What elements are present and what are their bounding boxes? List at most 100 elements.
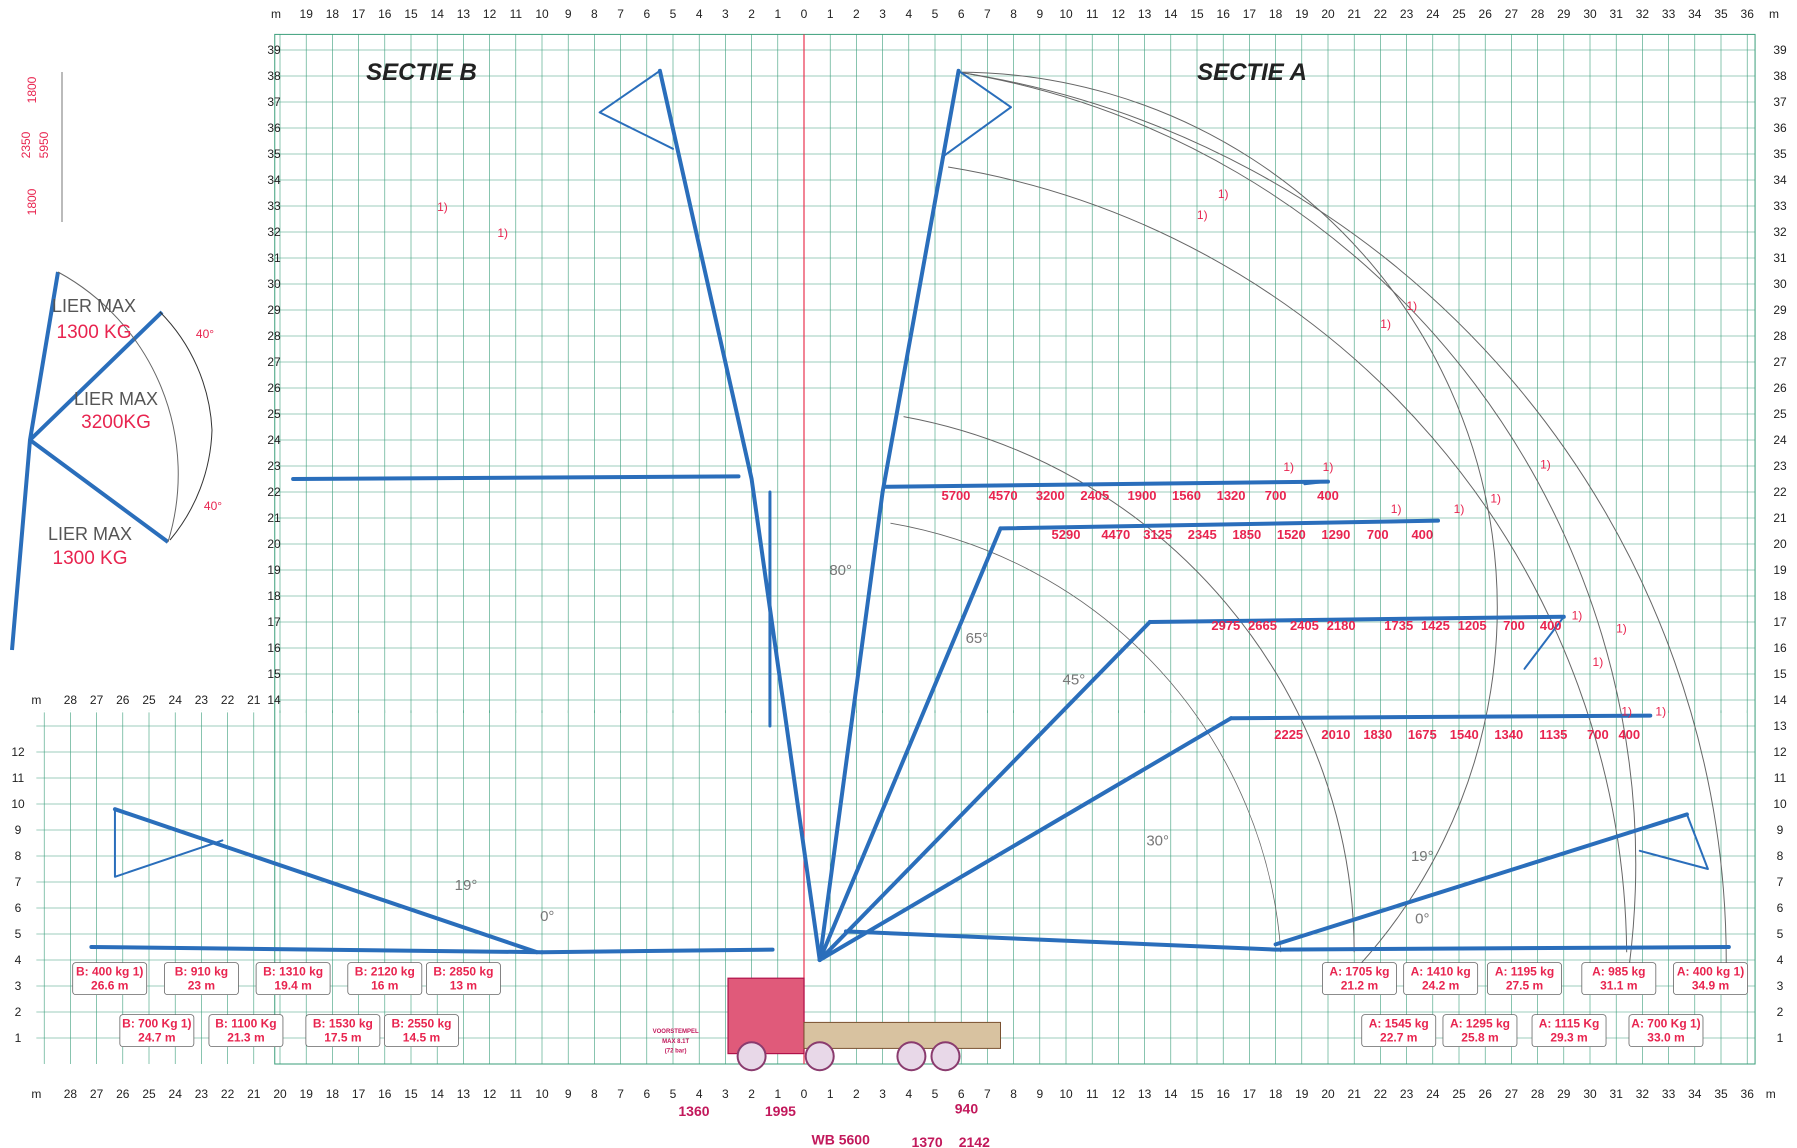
height-tick-right: 33: [1773, 199, 1787, 213]
inset-axis-tick: 27: [90, 693, 104, 707]
top-axis-tick: 23: [1400, 7, 1414, 21]
load-value: 400: [1540, 618, 1562, 633]
angle-label: 0°: [1415, 911, 1429, 928]
footnote-mark: 1): [1616, 621, 1627, 635]
bottom-axis-tick: 32: [1636, 1087, 1650, 1101]
box-a-bottom-load: A: 1295 kg: [1450, 1017, 1510, 1031]
height-tick-right: 11: [1774, 771, 1787, 785]
top-axis-tick: 5: [932, 7, 939, 21]
bottom-axis-tick: 14: [1164, 1087, 1178, 1101]
voorstempel-line2: MAX 8.1T: [662, 1039, 689, 1045]
top-axis-tick: 5: [670, 7, 677, 21]
bottom-axis-tick: 7: [984, 1087, 991, 1101]
box-a-top: [1487, 962, 1562, 995]
jib-a-row3-hook: [1523, 615, 1565, 670]
inset-arc-outer: [159, 311, 213, 541]
box-a-top-load: A: 400 kg 1): [1677, 965, 1744, 979]
unit-label-inset: m: [31, 693, 41, 707]
footnote-mark: 1): [1593, 655, 1604, 669]
top-axis-tick: 36: [1741, 7, 1755, 21]
bottom-axis-tick: 28: [64, 1087, 78, 1101]
height-tick-left: 24: [267, 433, 281, 447]
height-tick-left: 34: [267, 173, 281, 187]
bottom-axis-tick: 15: [404, 1087, 418, 1101]
box-b-top-load: B: 1310 kg: [263, 965, 323, 979]
height-tick-right: 3: [1777, 979, 1784, 993]
top-axis-tick: 20: [1321, 7, 1335, 21]
inset-axis-tick: 21: [247, 693, 261, 707]
bottom-axis-tick: 22: [1374, 1087, 1388, 1101]
unit-label-bottom-left: m: [31, 1087, 41, 1101]
boom-a-65deg: [817, 526, 1003, 962]
jib-a-row4: [1229, 713, 1653, 721]
height-tick-left: 25: [267, 407, 281, 421]
box-b-top-reach: 19.4 m: [274, 979, 311, 993]
jib-a-row3: [1147, 614, 1566, 624]
boom-a-45deg: [817, 620, 1152, 962]
bottom-axis-tick: 20: [1321, 1087, 1335, 1101]
box-b-top: [163, 962, 239, 995]
dim-wheelbase: WB 5600: [812, 1132, 871, 1148]
top-axis-tick: 18: [1269, 7, 1283, 21]
top-axis-tick: 11: [510, 7, 523, 21]
top-axis-tick: 19: [300, 7, 314, 21]
inset-axis-tick: 28: [64, 693, 78, 707]
load-value: 3125: [1143, 527, 1172, 542]
reach-arc: [958, 71, 1727, 966]
bottom-axis-tick: 4: [905, 1087, 912, 1101]
section-b-title: SECTIE B: [366, 59, 477, 86]
bottom-axis-tick: 5: [670, 1087, 677, 1101]
footnote-mark: 1): [1621, 705, 1632, 719]
bottom-axis-tick: 6: [643, 1087, 650, 1101]
height-tick-left: 28: [267, 329, 281, 343]
bottom-axis-tick: 25: [1452, 1087, 1466, 1101]
load-value: 1560: [1172, 488, 1201, 503]
bottom-axis-tick: 27: [1505, 1087, 1519, 1101]
box-b-top-load: B: 400 kg 1): [76, 965, 143, 979]
bottom-axis-tick: 25: [142, 1087, 156, 1101]
box-b-bottom-reach: 17.5 m: [324, 1031, 361, 1045]
bottom-axis-tick: 11: [1086, 1087, 1099, 1101]
boom-a-19deg: [1273, 812, 1689, 947]
reach-arc: [890, 522, 1282, 953]
bottom-axis-tick: 21: [1348, 1087, 1362, 1101]
top-axis-tick: 14: [1164, 7, 1178, 21]
bottom-axis-tick: 11: [510, 1087, 523, 1101]
box-b-bottom: [208, 1014, 284, 1047]
bottom-axis-tick: 30: [1583, 1087, 1597, 1101]
bottom-axis-tick: 2: [748, 1087, 755, 1101]
angle-label: 45°: [1063, 671, 1086, 688]
lier-upper-value: 1300 KG: [57, 322, 132, 343]
inset-axis-tick: 22: [221, 693, 235, 707]
bottom-axis-tick: 13: [457, 1087, 471, 1101]
height-tick-right: 2: [1777, 1005, 1784, 1019]
bottom-axis-tick: 27: [90, 1087, 104, 1101]
top-axis-tick: 32: [1636, 7, 1650, 21]
height-tick-right: 10: [1773, 797, 1787, 811]
bottom-axis-tick: 29: [1557, 1087, 1571, 1101]
top-axis-tick: 14: [431, 7, 445, 21]
boom-a-80deg: [817, 68, 961, 962]
height-tick-left: 15: [267, 667, 281, 681]
angle-label: 30°: [1146, 833, 1169, 850]
height-tick-right: 14: [1773, 693, 1787, 707]
bottom-axis-tick: 21: [247, 1087, 261, 1101]
bottom-axis-tick: 7: [617, 1087, 624, 1101]
height-tick-lower-left: 3: [15, 979, 22, 993]
unit-label-top-right: m: [1769, 7, 1779, 21]
footnote-mark: 1): [1197, 208, 1208, 222]
truck-cab: [727, 977, 805, 1055]
height-tick-left: 27: [267, 355, 281, 369]
top-axis-tick: 18: [326, 7, 340, 21]
height-tick-lower-left: 9: [15, 823, 22, 837]
boom-b-0deg: [540, 947, 775, 955]
footnote-mark: 1): [1283, 460, 1294, 474]
voorstempel-line1: VOORSTEMPEL: [653, 1029, 699, 1035]
box-b-bottom: [384, 1014, 459, 1047]
bottom-axis-tick: 24: [169, 1087, 183, 1101]
height-tick-right: 19: [1773, 563, 1787, 577]
bottom-axis-tick: 17: [352, 1087, 366, 1101]
height-tick-right: 20: [1773, 537, 1787, 551]
box-a-bottom-reach: 22.7 m: [1380, 1031, 1417, 1045]
height-tick-right: 38: [1773, 69, 1787, 83]
